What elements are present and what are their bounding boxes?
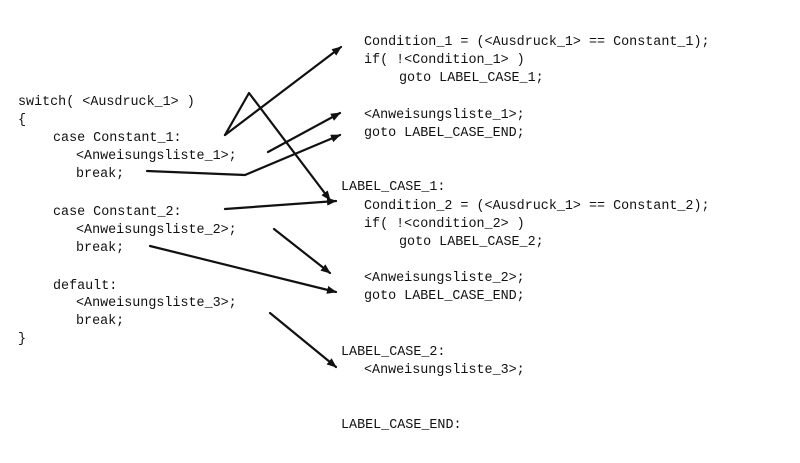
arrow-statements3-to-label-case2 xyxy=(268,311,338,369)
arrow-case1-to-condition1 xyxy=(223,45,343,137)
arrow-statements1-to-block1 xyxy=(266,111,342,154)
cond2-assign: Condition_2 = (<Ausdruck_1> == Constant_… xyxy=(364,199,710,214)
cond1-assign: Condition_1 = (<Ausdruck_1> == Constant_… xyxy=(364,35,710,50)
case1-label: case Constant_1: xyxy=(53,131,182,146)
default-break: break; xyxy=(76,314,125,329)
label-case1: LABEL_CASE_1: xyxy=(341,180,446,195)
block3-statements: <Anweisungsliste_3>; xyxy=(364,363,525,378)
case2-break: break; xyxy=(76,241,125,256)
case1-statements: <Anweisungsliste_1>; xyxy=(76,149,237,164)
open-brace: { xyxy=(18,113,27,128)
arrow-statements2-to-block2 xyxy=(272,227,332,275)
block1-goto: goto LABEL_CASE_END; xyxy=(364,126,525,141)
arrow-case2-to-condition2 xyxy=(223,197,338,211)
case1-break: break; xyxy=(76,167,125,182)
close-brace: } xyxy=(18,332,27,347)
cond1-if: if( !<Condition_1> ) xyxy=(364,53,525,68)
default-label: default: xyxy=(53,279,118,294)
case2-label: case Constant_2: xyxy=(53,205,182,220)
switch-header: switch( <Ausdruck_1> ) xyxy=(18,95,195,110)
label-case-end: LABEL_CASE_END: xyxy=(341,418,462,433)
cond2-if: if( !<condition_2> ) xyxy=(364,217,525,232)
arrow-case1-fallthrough-to-label-case1 xyxy=(223,91,332,202)
arrow-break2-to-goto-end xyxy=(148,244,338,294)
label-case2: LABEL_CASE_2: xyxy=(341,345,446,360)
default-statements: <Anweisungsliste_3>; xyxy=(76,296,237,311)
block2-statements: <Anweisungsliste_2>; xyxy=(364,271,525,286)
case2-statements: <Anweisungsliste_2>; xyxy=(76,223,237,238)
cond1-goto: goto LABEL_CASE_1; xyxy=(399,71,544,86)
cond2-goto: goto LABEL_CASE_2; xyxy=(399,235,544,250)
block1-statements: <Anweisungsliste_1>; xyxy=(364,108,525,123)
block2-goto: goto LABEL_CASE_END; xyxy=(364,289,525,304)
